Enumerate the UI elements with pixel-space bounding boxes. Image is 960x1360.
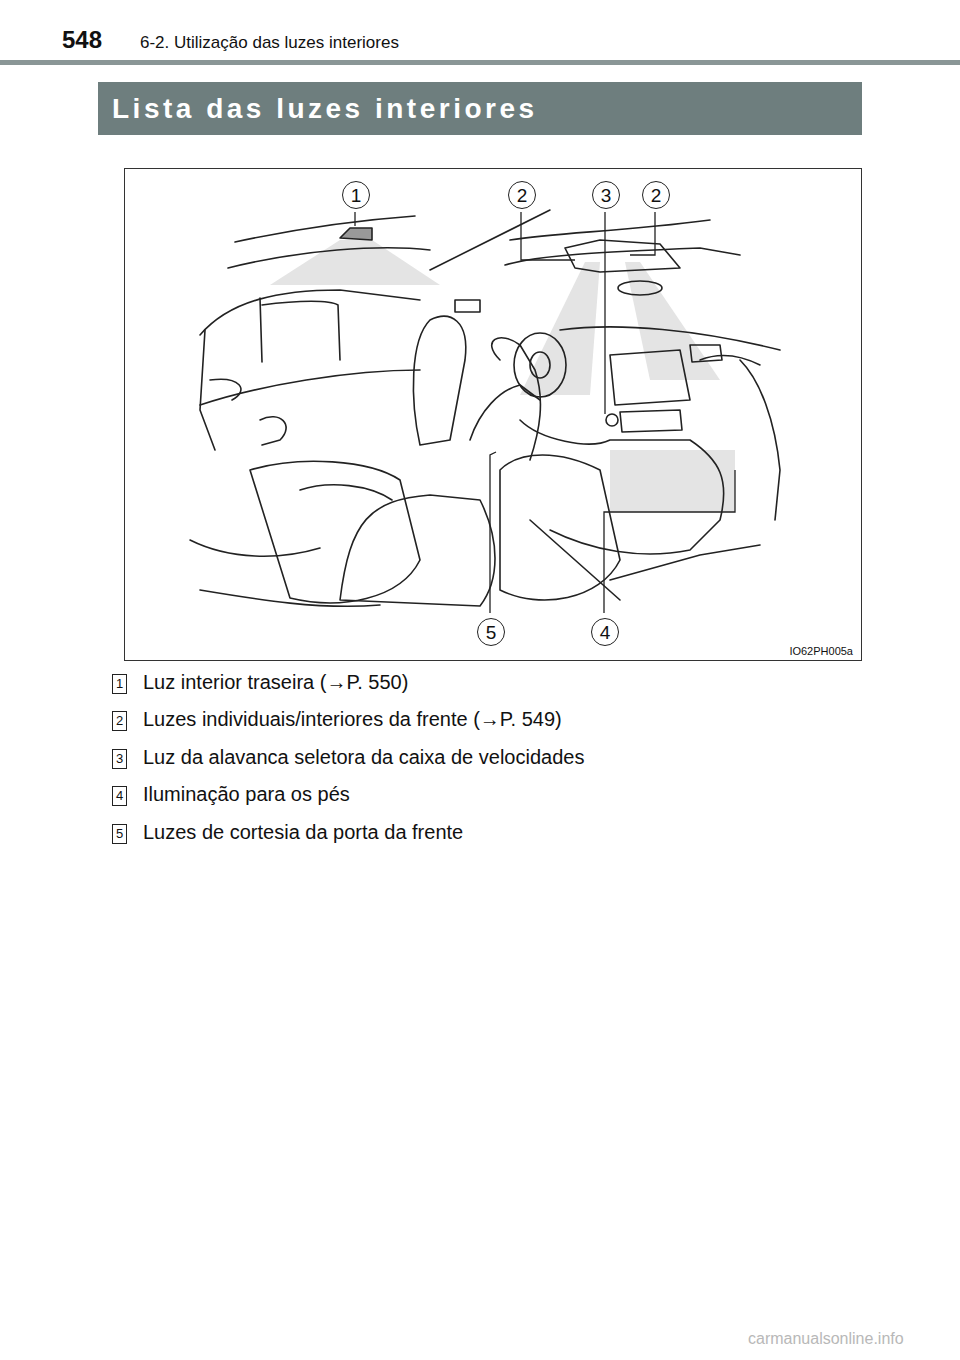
illustration-frame: IO62PH005a 1 2 3 2 5 4 xyxy=(124,168,862,661)
list-number: 1 xyxy=(112,674,127,694)
page-number: 548 xyxy=(62,26,102,54)
callout-number: 2 xyxy=(508,181,536,209)
list-item: Luzes individuais/interiores da frente (… xyxy=(143,708,562,731)
callout-number: 1 xyxy=(342,181,370,209)
number-text: 5 xyxy=(486,623,497,642)
list-item: Luzes de cortesia da porta da frente xyxy=(143,821,463,844)
number-text: 2 xyxy=(517,186,528,205)
interior-lines xyxy=(190,210,780,606)
number-text: 1 xyxy=(351,186,362,205)
figure-code: IO62PH005a xyxy=(787,645,855,657)
list-number: 2 xyxy=(112,711,127,731)
header-rule xyxy=(0,60,960,65)
callout-number: 2 xyxy=(642,181,670,209)
number-text: 1 xyxy=(116,676,123,691)
callout-number: 4 xyxy=(591,618,619,646)
list-number: 3 xyxy=(112,749,127,769)
leader-lines xyxy=(355,212,735,613)
list-number: 5 xyxy=(112,824,127,844)
number-text: 4 xyxy=(116,788,123,803)
callout-number: 5 xyxy=(477,618,505,646)
section-title-band: Lista das luzes interiores xyxy=(98,82,862,135)
list-item: Luz interior traseira (→P. 550) xyxy=(143,671,408,694)
list-number: 4 xyxy=(112,786,127,806)
number-text: 2 xyxy=(116,713,123,728)
number-text: 3 xyxy=(116,751,123,766)
list-item: Luz da alavanca seletora da caixa de vel… xyxy=(143,746,584,769)
watermark: carmanualsonline.info xyxy=(748,1330,904,1348)
number-text: 3 xyxy=(601,186,612,205)
section-title: Lista das luzes interiores xyxy=(112,93,538,124)
number-text: 5 xyxy=(116,826,123,841)
callout-number: 3 xyxy=(592,181,620,209)
list-item: Iluminação para os pés xyxy=(143,783,350,806)
chapter-header: 6-2. Utilização das luzes interiores xyxy=(140,33,399,53)
number-text: 2 xyxy=(651,186,662,205)
number-text: 4 xyxy=(600,623,611,642)
